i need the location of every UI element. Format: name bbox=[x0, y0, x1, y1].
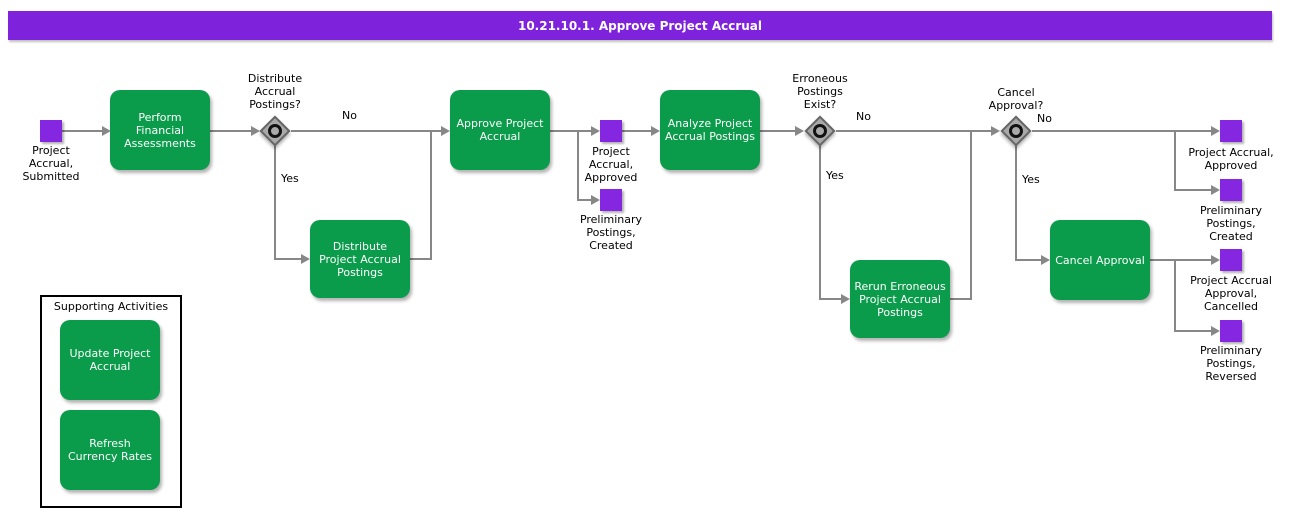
event-square-project-accrual-submitted bbox=[40, 120, 62, 142]
event-label-project-accrual-submitted: Project Accrual, Submitted bbox=[22, 144, 80, 183]
gateway-circle-icon bbox=[813, 124, 827, 138]
edge-label-yes-1: Yes bbox=[281, 172, 299, 185]
flow-line bbox=[622, 130, 651, 132]
gateway-circle-icon bbox=[1009, 124, 1023, 138]
event-square-project-accrual-approved-mid bbox=[600, 120, 622, 142]
task-cancel-approval[interactable]: Cancel Approval bbox=[1050, 220, 1150, 300]
event-label-preliminary-postings-reversed: Preliminary Postings, Reversed bbox=[1199, 344, 1263, 383]
task-refresh-currency-rates[interactable]: Refresh Currency Rates bbox=[60, 410, 160, 490]
flow-line bbox=[577, 131, 579, 201]
event-square-project-accrual-approval-cancelled bbox=[1220, 249, 1242, 271]
event-square-preliminary-postings-created-end bbox=[1220, 179, 1242, 201]
event-label-project-accrual-approved-mid: Project Accrual, Approved bbox=[584, 145, 638, 184]
arrow-head-icon bbox=[841, 294, 850, 304]
arrow-head-icon bbox=[991, 126, 1000, 136]
event-label-project-accrual-approved-end: Project Accrual, Approved bbox=[1188, 146, 1274, 172]
arrow-head-icon bbox=[1211, 255, 1220, 265]
gateway-circle-icon bbox=[268, 124, 282, 138]
flow-line bbox=[410, 258, 432, 260]
flow-line bbox=[819, 298, 841, 300]
arrow-head-icon bbox=[441, 126, 450, 136]
gateway-question-cancel: Cancel Approval? bbox=[988, 86, 1044, 112]
edge-label-yes-2: Yes bbox=[826, 169, 844, 182]
flow-line bbox=[1174, 330, 1211, 332]
task-perform-financial-assessments[interactable]: Perform Financial Assessments bbox=[110, 90, 210, 170]
flow-line bbox=[1174, 131, 1176, 191]
gateway-cancel-approval bbox=[999, 114, 1033, 148]
event-label-preliminary-postings-created-end: Preliminary Postings, Created bbox=[1199, 204, 1263, 243]
arrow-head-icon bbox=[102, 126, 111, 136]
arrow-head-icon bbox=[1211, 185, 1220, 195]
task-approve-project-accrual[interactable]: Approve Project Accrual bbox=[450, 90, 550, 170]
flow-line bbox=[210, 130, 251, 132]
flow-line bbox=[291, 130, 441, 132]
flow-line bbox=[550, 130, 591, 132]
arrow-head-icon bbox=[591, 126, 600, 136]
flow-line bbox=[1150, 259, 1211, 261]
edge-label-no-3: No bbox=[1037, 112, 1052, 125]
event-label-preliminary-postings-created-mid: Preliminary Postings, Created bbox=[579, 213, 643, 252]
gateway-question-erroneous: Erroneous Postings Exist? bbox=[792, 72, 848, 111]
edge-label-yes-3: Yes bbox=[1022, 173, 1040, 186]
flow-line bbox=[1032, 130, 1211, 132]
event-label-project-accrual-approval-cancelled: Project Accrual Approval, Cancelled bbox=[1190, 274, 1272, 313]
event-square-project-accrual-approved-end bbox=[1220, 120, 1242, 142]
arrow-head-icon bbox=[1211, 126, 1220, 136]
event-square-preliminary-postings-created-mid bbox=[600, 189, 622, 211]
flow-line bbox=[836, 130, 991, 132]
flow-line bbox=[819, 145, 821, 299]
task-distribute-project-accrual-postings[interactable]: Distribute Project Accrual Postings bbox=[310, 220, 410, 298]
page-title: 10.21.10.1. Approve Project Accrual bbox=[517, 18, 763, 33]
flow-line bbox=[430, 131, 432, 259]
flow-line bbox=[970, 131, 972, 299]
task-rerun-erroneous-project-accrual-postings[interactable]: Rerun Erroneous Project Accrual Postings bbox=[850, 260, 950, 338]
task-update-project-accrual[interactable]: Update Project Accrual bbox=[60, 320, 160, 400]
flow-line bbox=[1015, 145, 1017, 260]
event-square-preliminary-postings-reversed bbox=[1220, 320, 1242, 342]
arrow-head-icon bbox=[651, 126, 660, 136]
gateway-erroneous-postings-exist bbox=[803, 114, 837, 148]
title-banner: 10.21.10.1. Approve Project Accrual bbox=[8, 11, 1272, 40]
flow-line bbox=[950, 298, 972, 300]
supporting-activities-title: Supporting Activities bbox=[53, 300, 169, 313]
flow-line bbox=[1015, 259, 1041, 261]
flow-line bbox=[274, 145, 276, 259]
task-analyze-project-accrual-postings[interactable]: Analyze Project Accrual Postings bbox=[660, 90, 760, 170]
arrow-head-icon bbox=[301, 254, 310, 264]
arrow-head-icon bbox=[591, 195, 600, 205]
flow-line bbox=[1174, 189, 1211, 191]
flow-line bbox=[760, 130, 795, 132]
flow-line bbox=[62, 130, 103, 132]
flow-line bbox=[577, 199, 591, 201]
flow-line bbox=[274, 258, 301, 260]
gateway-question-distribute: Distribute Accrual Postings? bbox=[247, 72, 303, 111]
arrow-head-icon bbox=[1041, 255, 1050, 265]
flow-line bbox=[1174, 260, 1176, 331]
arrow-head-icon bbox=[251, 126, 260, 136]
edge-label-no-2: No bbox=[856, 110, 871, 123]
arrow-head-icon bbox=[795, 126, 804, 136]
arrow-head-icon bbox=[1211, 326, 1220, 336]
edge-label-no-1: No bbox=[342, 109, 357, 122]
gateway-distribute-accrual-postings bbox=[258, 114, 292, 148]
